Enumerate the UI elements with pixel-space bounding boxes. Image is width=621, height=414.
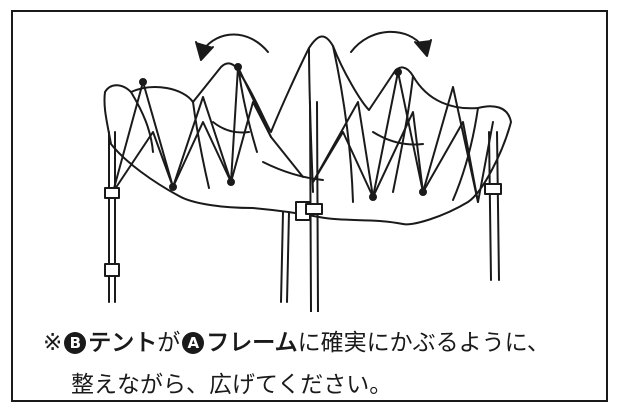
leg-back-left — [280, 211, 290, 303]
leg-right — [488, 131, 500, 281]
frame-label: フレーム — [206, 330, 298, 356]
caption-line-1-rest: に確実にかぶるように、 — [297, 330, 550, 356]
rotate-left-arrow — [202, 33, 269, 53]
rotate-right-arrow — [350, 30, 424, 53]
badge-b-icon: B — [64, 332, 87, 354]
tent-canopy — [103, 35, 512, 226]
badge-a-icon: A — [182, 332, 205, 354]
caption-line-2: 整えながら、広げてください。 — [71, 372, 393, 398]
tent-label: テント — [88, 330, 158, 356]
rotate-right-arrowhead — [414, 39, 432, 57]
reference-mark: ※ — [43, 330, 63, 356]
particle-ga: が — [157, 330, 181, 356]
tent-frame-illustration — [103, 30, 512, 312]
rotate-left-arrowhead — [195, 41, 214, 61]
